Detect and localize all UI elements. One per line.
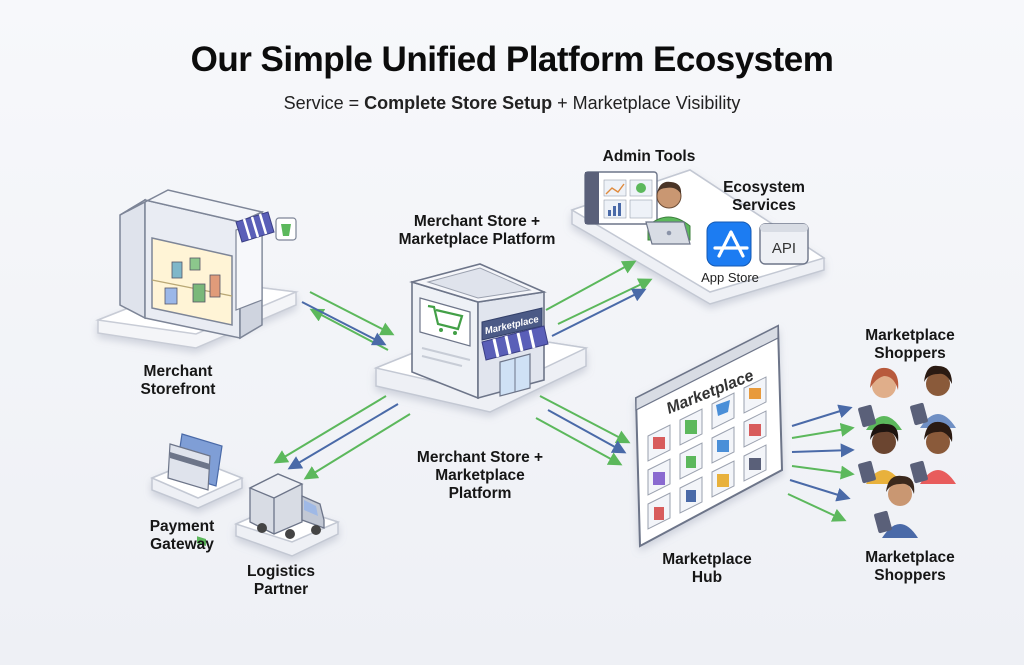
arrow-storefront-to-center xyxy=(309,291,395,336)
arrow-center-to-admin-2 xyxy=(557,278,653,325)
arrow-center-to-admin xyxy=(545,260,637,311)
shoppers-group-illustration xyxy=(858,365,956,538)
arrow-hub-to-shoppers-4 xyxy=(791,465,855,480)
shoppers-label-top: Marketplace Shoppers xyxy=(865,327,955,362)
ecosystem-services-label: Ecosystem Services xyxy=(723,179,805,214)
arrow-center-to-payment xyxy=(273,395,387,464)
center-platform-label-bottom: Merchant Store + Marketplace Platform xyxy=(416,449,544,502)
subtitle-part1: Service = xyxy=(283,93,365,113)
page-title: Our Simple Unified Platform Ecosystem xyxy=(190,40,834,79)
arrow-center-to-storefront xyxy=(309,308,389,351)
page-subtitle: Service = Complete Store Setup + Marketp… xyxy=(0,93,1024,114)
logistics-partner-label: Logistics Partner xyxy=(246,563,316,598)
merchant-storefront-illustration xyxy=(95,189,299,349)
payment-gateway-label: Payment Gateway xyxy=(149,518,215,553)
arrow-center-to-payment-blue xyxy=(287,403,399,470)
arrow-center-to-logistics xyxy=(303,413,411,480)
flow-arrows xyxy=(273,260,855,522)
marketplace-hub-label: Marketplace Hub xyxy=(662,551,752,586)
arrow-hub-to-shoppers-2 xyxy=(791,422,855,439)
arrow-hub-to-shoppers-3 xyxy=(791,443,855,458)
merchant-storefront-label: Merchant Storefront xyxy=(140,363,216,398)
arrow-hub-to-shoppers-1 xyxy=(791,404,853,427)
central-platform-illustration: Marketplace xyxy=(373,263,589,413)
admin-tools-label: Admin Tools xyxy=(602,148,696,165)
arrow-hub-to-shoppers-6 xyxy=(787,493,847,522)
payment-gateway-illustration xyxy=(150,433,244,546)
marketplace-hub-illustration: Marketplace xyxy=(634,324,784,548)
arrow-center-to-hub-blue xyxy=(547,409,627,454)
api-box-label: API xyxy=(772,240,796,257)
logistics-truck-illustration xyxy=(233,473,341,557)
arrow-storefront-center-blue xyxy=(301,301,387,346)
subtitle-part2: + Marketplace Visibility xyxy=(552,93,741,113)
arrow-center-to-hub-2 xyxy=(535,417,623,466)
subtitle-bold: Complete Store Setup xyxy=(364,93,553,113)
center-platform-label-top: Merchant Store + Marketplace Platform xyxy=(398,213,556,248)
admin-tools-illustration: API xyxy=(570,169,826,305)
app-store-label: App Store xyxy=(701,270,759,285)
arrow-center-admin-blue xyxy=(551,288,647,337)
arrow-hub-to-shoppers-5 xyxy=(789,479,851,502)
arrow-center-to-hub xyxy=(539,395,631,444)
shoppers-label-bottom: Marketplace Shoppers xyxy=(865,549,955,584)
